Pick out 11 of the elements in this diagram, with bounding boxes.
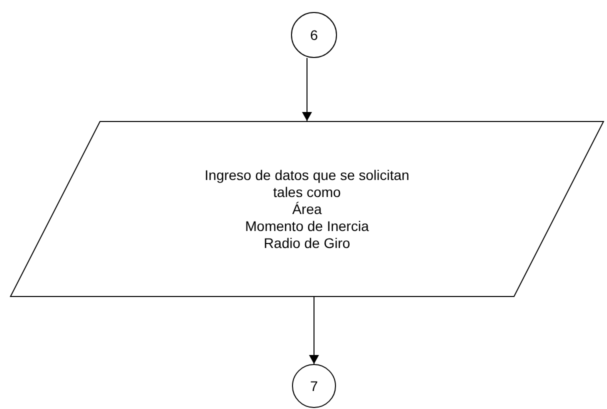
node-text: Momento de Inercia [245,218,369,234]
node-text: Área [292,200,322,218]
connector-number: 7 [310,378,318,394]
arrow [309,296,319,364]
connector-circle [292,364,336,408]
arrow [302,58,312,122]
connector-circle [291,12,337,58]
node-text: Ingreso de datos que se solicitan tales como [204,166,410,200]
node-text: Radio de Giro [264,234,350,252]
connector-number: 6 [310,26,318,44]
input-output-parallelogram [10,121,604,297]
